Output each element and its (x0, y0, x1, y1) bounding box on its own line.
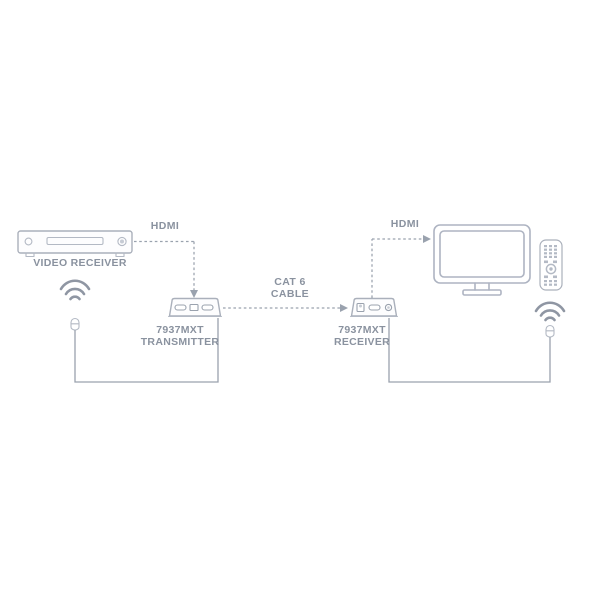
receiver-device[interactable] (349, 297, 399, 318)
hdmi-right-label: HDMI (390, 218, 420, 230)
receiver-role-text: RECEIVER (333, 335, 391, 348)
remote-dpad[interactable] (545, 263, 557, 275)
receiver-model-text: 7937MXT (338, 324, 386, 336)
video-receiver-body (17, 230, 133, 254)
ir-emitter (59, 279, 91, 331)
hdmi-left-arrowhead (190, 290, 198, 298)
cat6-line1-text: CAT 6 (274, 276, 306, 288)
television-screen (439, 230, 525, 278)
ir-receiver-arc-middle (539, 309, 561, 317)
video-receiver-label: VIDEO RECEIVER (33, 257, 127, 269)
ir-emitter-arc-inner (69, 295, 81, 301)
video-receiver-power-button[interactable] (24, 237, 33, 246)
remote-control[interactable] (539, 239, 563, 291)
cat6-arrowhead (340, 304, 348, 312)
transmitter-rj45-port[interactable] (189, 303, 199, 312)
video-receiver-foot-left (25, 252, 35, 258)
transmitter-model-text: 7937MXT (156, 324, 204, 336)
video-receiver-disc-slot (46, 236, 104, 246)
transmitter-device[interactable] (167, 297, 223, 318)
ir-receiver-arc-inner (544, 316, 556, 322)
remote-dpad-center-button[interactable] (549, 267, 553, 271)
ir-receiver-wire (388, 318, 551, 383)
television-stand-base (462, 289, 502, 296)
video-receiver-knob[interactable] (117, 236, 127, 247)
video-receiver-knob-center (120, 239, 124, 244)
remote-bottom-keypad[interactable] (544, 280, 557, 286)
remote-dpad-ring (545, 263, 557, 275)
video-receiver-device[interactable] (17, 230, 133, 258)
ir-receiver-arc-outer (534, 301, 566, 313)
remote-mid-keys[interactable] (544, 260, 557, 264)
ir-receiver (534, 301, 566, 338)
hdmi-left-label: HDMI (150, 220, 180, 232)
transmitter-hdmi-in-port[interactable] (174, 304, 187, 311)
receiver-rj45-indicator (359, 304, 362, 308)
ir-emitter-arc-middle (64, 287, 86, 296)
remote-lower-mid-keys[interactable] (544, 275, 557, 279)
television-stand-neck (474, 282, 490, 291)
hdmi-right-connection (371, 235, 431, 298)
receiver-ir-jack-center (387, 306, 390, 309)
cat6-connection (223, 304, 348, 312)
cat6-line2-text: CABLE (270, 287, 310, 300)
video-receiver-foot-right (115, 252, 125, 258)
remote-body (539, 239, 563, 291)
hdmi-left-connection (134, 240, 198, 298)
transmitter-hdmi-out-port[interactable] (201, 304, 214, 311)
ir-emitter-wire (74, 318, 219, 383)
television-bezel (433, 224, 531, 284)
hdmi-right-arrowhead (423, 235, 431, 243)
ir-receiver-bulb (545, 324, 555, 338)
transmitter-role-text: TRANSMITTER (140, 335, 220, 348)
remote-top-keypad[interactable] (544, 245, 557, 258)
ir-emitter-arc-outer (59, 279, 91, 291)
ir-emitter-bulb (70, 317, 80, 331)
receiver-hdmi-out-port[interactable] (368, 304, 381, 311)
television-display[interactable] (433, 224, 531, 296)
